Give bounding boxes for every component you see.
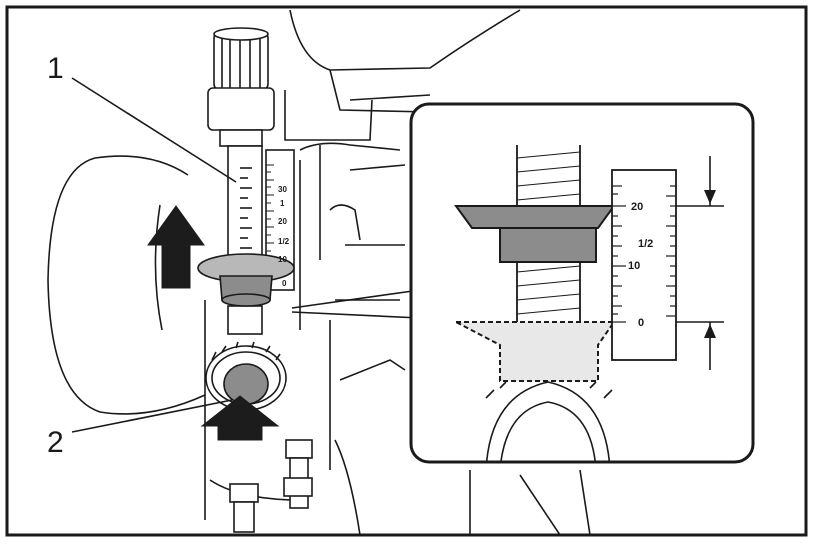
- main-scale-label: 1/2: [278, 237, 290, 246]
- dimension-arrow-icon: [704, 190, 716, 204]
- inset-scale-plate: [611, 169, 677, 361]
- inset-scale-label: 20: [631, 201, 643, 213]
- inset-turret: [485, 381, 613, 462]
- zoom-inset: [409, 102, 755, 464]
- inset-content: 20 1/2 10 0: [454, 145, 724, 462]
- main-scale-label: 20: [278, 217, 287, 226]
- inset-scale-label: 0: [638, 317, 644, 329]
- inset-scale-labels: 20 1/2 10 0: [628, 201, 653, 329]
- callout-1-leader: [71, 77, 237, 183]
- callout-2-leader: [71, 399, 233, 433]
- dimension-lines: [676, 156, 724, 370]
- zoom-leader-bottom: [291, 311, 421, 319]
- stopper-pole: [207, 27, 275, 335]
- adjusting-bolts: [229, 439, 313, 533]
- router-handle: [47, 155, 206, 415]
- zoom-leader-top: [291, 289, 421, 309]
- dimension-arrow-icon: [704, 324, 716, 338]
- main-scale-label: 10: [278, 255, 287, 264]
- callout-1: 1: [47, 52, 64, 85]
- inset-scale-label: 1/2: [638, 238, 653, 250]
- inset-stopper-zero-outline: [455, 321, 616, 382]
- callout-2: 2: [47, 426, 64, 459]
- inset-stopper-body: [499, 227, 597, 263]
- main-scale-label: 30: [278, 185, 287, 194]
- main-scale-labels: 30 1 20 1/2 10 0: [278, 185, 290, 288]
- stopper-block: [197, 253, 295, 307]
- inset-stopper-top: [454, 205, 616, 229]
- up-arrow-icon: [200, 395, 280, 441]
- main-scale-label: 0: [282, 279, 287, 288]
- inset-scale-ticks: [612, 185, 676, 323]
- inset-scale-label: 10: [628, 260, 640, 272]
- router-body: [204, 9, 591, 535]
- up-arrow-icon: [147, 205, 205, 289]
- main-scale-label: 1: [280, 199, 285, 208]
- handle-inner-edge: [154, 204, 163, 331]
